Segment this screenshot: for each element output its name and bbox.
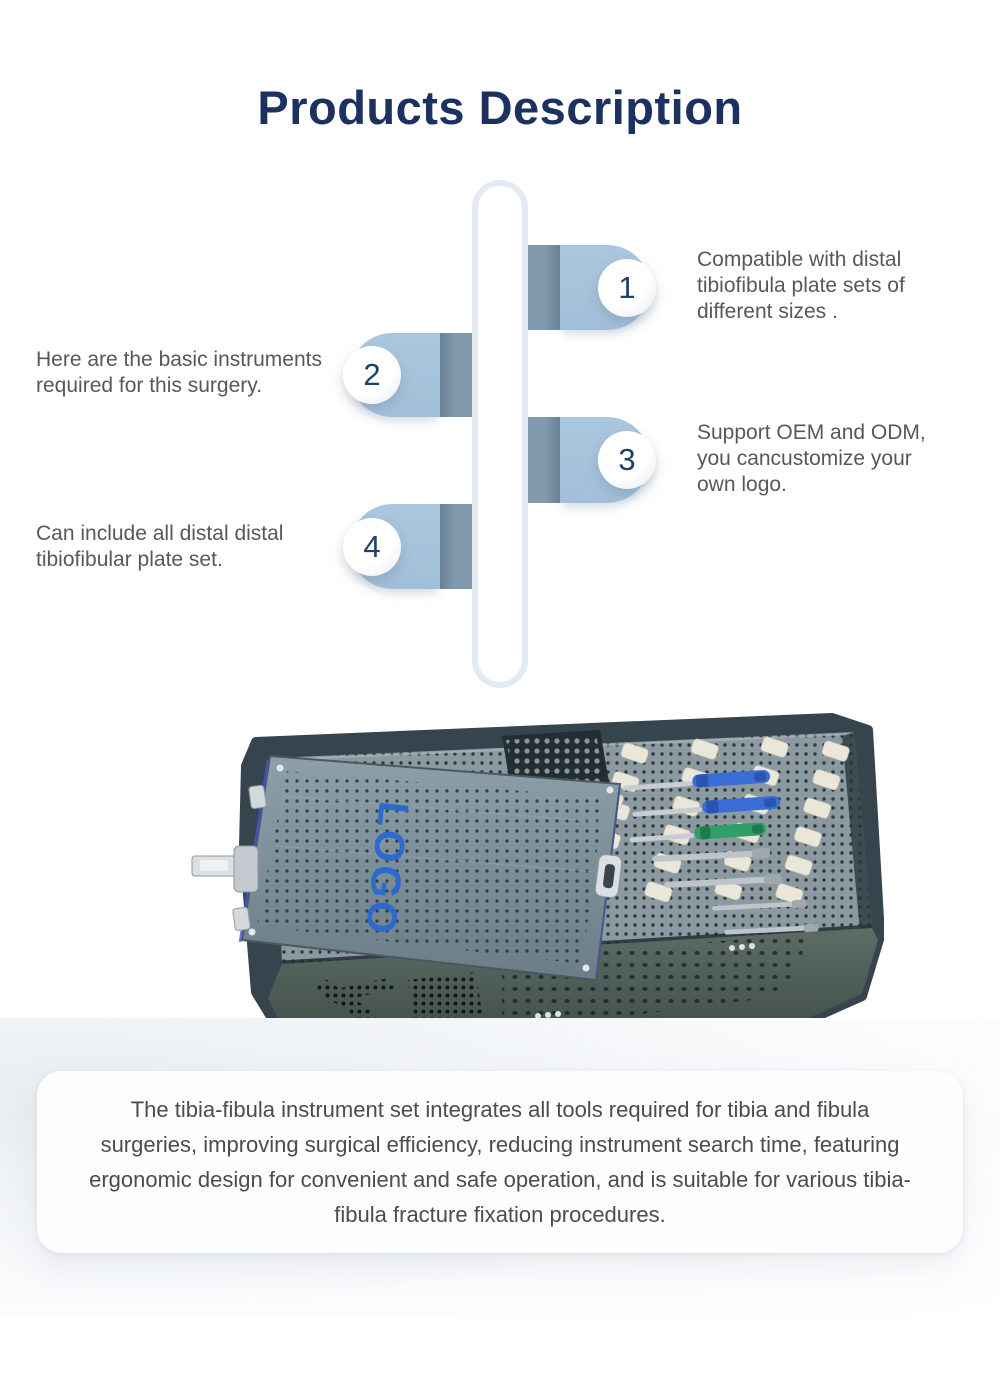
callout-2-number-badge: 2 — [343, 346, 401, 404]
blue-handle-instrument — [632, 796, 781, 817]
callout-1-ribbon-stem — [528, 245, 560, 330]
callout-3-number: 3 — [618, 442, 636, 477]
green-handle-instrument — [629, 822, 767, 843]
flow-capsule — [472, 180, 528, 688]
callout-2-ribbon-stem — [440, 333, 472, 417]
callout-3-text: Support OEM and ODM, you cancustomize yo… — [697, 421, 926, 496]
summary-card: The tibia-fibula instrument set integrat… — [37, 1071, 963, 1253]
lid-clasp — [594, 854, 623, 899]
callout-1-number: 1 — [618, 270, 636, 305]
callout-1-text: Compatible with distal tibiofibula plate… — [697, 248, 905, 323]
callout-2-number: 2 — [363, 357, 381, 392]
callout-3-ribbon-stem — [528, 417, 560, 503]
callout-2-text: Here are the basic instruments required … — [36, 348, 322, 397]
case-lid: LOGO — [232, 754, 623, 982]
callout-4-ribbon-stem — [440, 504, 472, 589]
lid-screws — [248, 764, 614, 972]
product-photo: LOGO — [172, 696, 885, 1072]
instrument-case-illustration: LOGO — [191, 713, 885, 1069]
callout-4-number: 4 — [363, 529, 381, 564]
callout-1-number-badge: 1 — [598, 259, 656, 317]
case-latch — [191, 845, 259, 893]
callout-3-number-badge: 3 — [598, 431, 656, 489]
surgical-instruments — [622, 770, 819, 937]
front-indicator-dots — [535, 943, 755, 1019]
callout-4-number-badge: 4 — [343, 518, 401, 576]
blue-handle-instrument — [622, 770, 771, 791]
page-title: Products Description — [257, 81, 743, 134]
summary-text: The tibia-fibula instrument set integrat… — [89, 1097, 911, 1227]
callout-4-text: Can include all distal distal tibiofibul… — [36, 522, 284, 571]
